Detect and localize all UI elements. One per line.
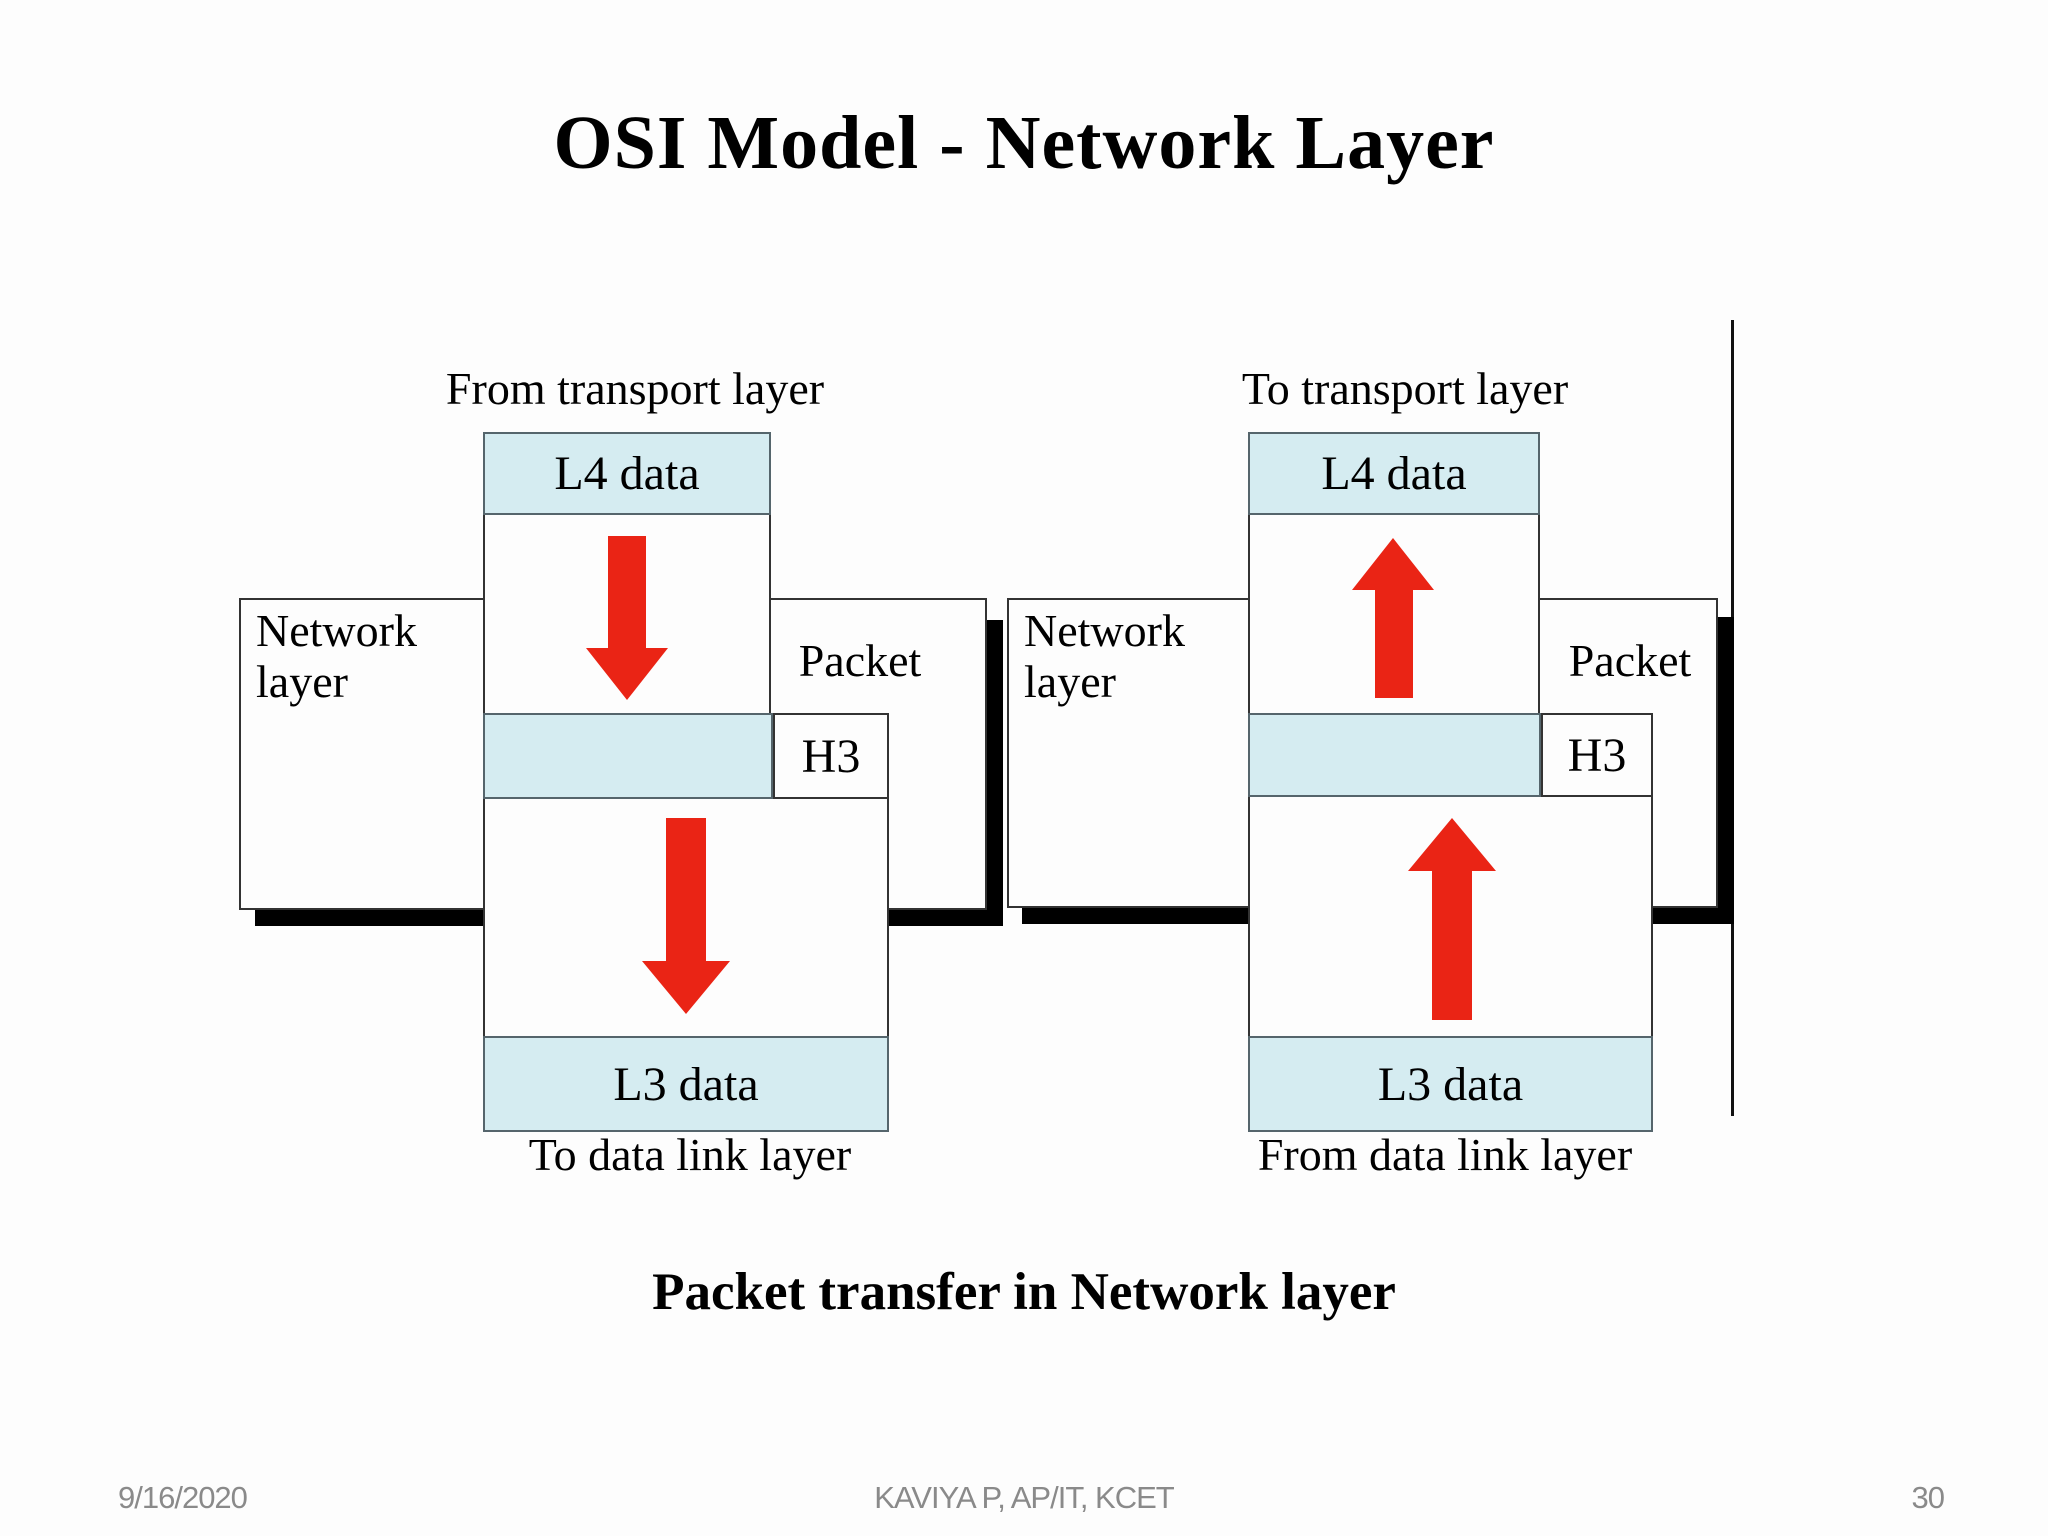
right-from-datalink-label: From data link layer [1257, 1129, 1633, 1180]
right-l4-data-label: L4 data [1321, 447, 1467, 500]
left-l3-data-label: L3 data [613, 1057, 759, 1111]
right-network-box-shadow-right [1718, 617, 1734, 923]
right-packet-payload-box [1248, 713, 1541, 797]
left-from-transport-label: From transport layer [445, 363, 825, 414]
right-network-layer-label: Network layer [1024, 605, 1185, 707]
down-arrow-icon [586, 536, 668, 700]
right-l3-data-label: L3 data [1377, 1057, 1524, 1111]
right-l4-data-box: L4 data [1248, 432, 1540, 515]
left-packet-label: Packet [798, 635, 922, 686]
slide-caption: Packet transfer in Network layer [652, 1263, 1396, 1321]
right-h3-header-box: H3 [1541, 713, 1653, 797]
footer-page-number: 30 [1911, 1480, 1945, 1515]
left-l4-data-label: L4 data [554, 447, 700, 500]
left-l4-data-box: L4 data [483, 432, 771, 515]
up-arrow-icon [1352, 538, 1434, 698]
footer-date: 9/16/2020 [118, 1480, 248, 1515]
left-to-datalink-label: To data link layer [528, 1129, 852, 1180]
footer-credit: KAVIYA P, AP/IT, KCET [874, 1480, 1174, 1515]
right-l3-data-box: L3 data [1248, 1036, 1653, 1132]
right-h3-label: H3 [1567, 728, 1627, 782]
right-to-transport-label: To transport layer [1241, 363, 1569, 414]
left-network-layer-label: Network layer [256, 605, 417, 707]
left-packet-payload-box [483, 713, 773, 799]
left-h3-label: H3 [801, 729, 861, 783]
up-arrow-icon [1408, 818, 1496, 1020]
slide-title: OSI Model - Network Layer [553, 101, 1495, 185]
down-arrow-icon [642, 818, 730, 1014]
right-packet-label: Packet [1568, 635, 1692, 686]
left-h3-header-box: H3 [773, 713, 889, 799]
left-network-box-shadow-right [987, 620, 1003, 926]
left-l3-data-box: L3 data [483, 1036, 889, 1132]
